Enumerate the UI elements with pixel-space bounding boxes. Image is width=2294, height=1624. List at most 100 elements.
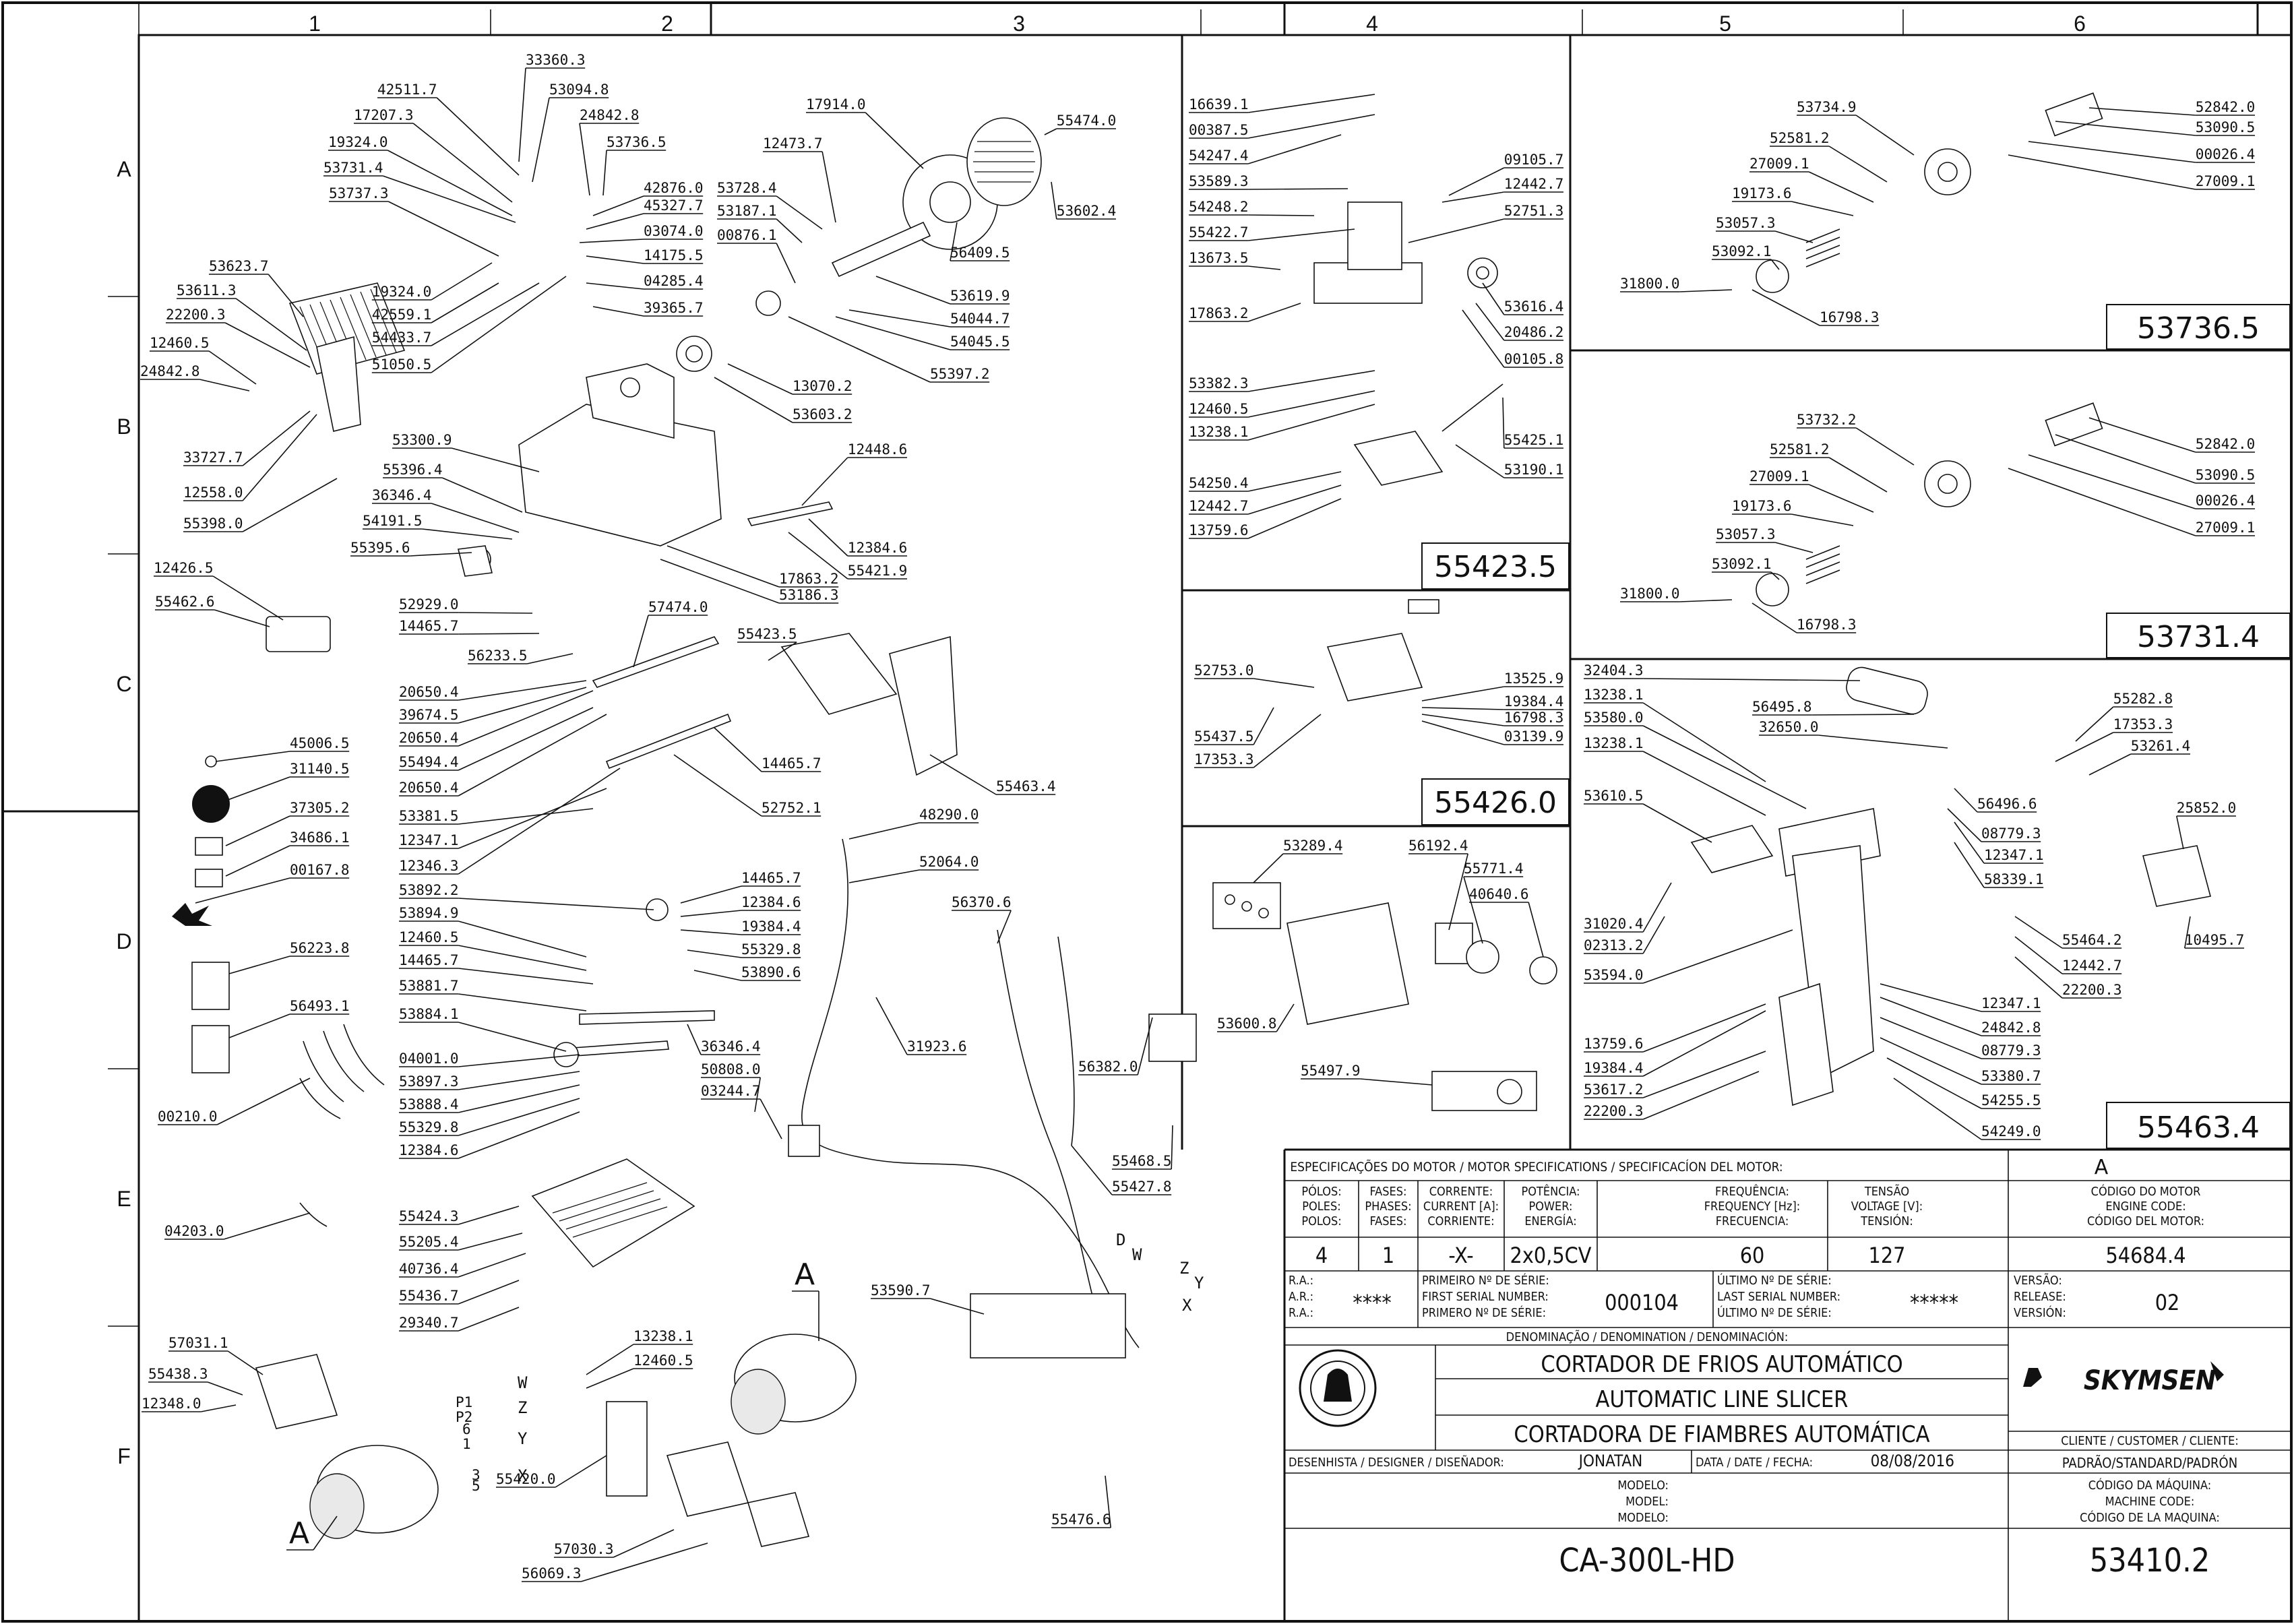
callout-leader <box>1774 230 1814 243</box>
svg-text:Y: Y <box>1194 1274 1204 1292</box>
callout-56495-8: 56495.8 <box>1752 699 1812 715</box>
callout-leader <box>458 680 587 701</box>
zone-row-f: F <box>117 1444 131 1468</box>
machine-code: 53410.2 <box>2090 1542 2210 1580</box>
svg-text:ENERGÍA:: ENERGÍA: <box>1524 1214 1576 1228</box>
callout-leader <box>1044 128 1057 135</box>
callout-leader <box>518 67 526 162</box>
callout-leader <box>458 1280 520 1305</box>
callout-leader <box>214 609 270 627</box>
callout-52929-0: 52929.0 <box>399 596 459 613</box>
callout-32650-0: 32650.0 <box>1759 719 1819 735</box>
callout-leader <box>2014 956 2063 999</box>
callout-leader <box>1774 542 1814 553</box>
svg-text:DESENHISTA / DESIGNER / DISEÑA: DESENHISTA / DESIGNER / DISEÑADOR: <box>1289 1455 1504 1470</box>
svg-text:LAST SERIAL NUMBER:: LAST SERIAL NUMBER: <box>1717 1290 1840 1304</box>
callout-leader <box>788 532 848 580</box>
callout-leader <box>801 457 848 506</box>
callout-leader <box>1448 853 1468 931</box>
callout-52752-1: 52752.1 <box>762 800 822 816</box>
zone-row-c: C <box>116 672 131 696</box>
callout-13238-1: 13238.1 <box>1584 735 1644 751</box>
callout-19384-4: 19384.4 <box>1504 693 1564 710</box>
callout-leader <box>458 920 587 958</box>
callout-52581-2: 52581.2 <box>1770 130 1830 146</box>
callout-leader <box>1421 720 1505 745</box>
callout-leader <box>458 1232 523 1251</box>
callout-leader <box>1642 1003 1766 1053</box>
callout-40640-6: 40640.6 <box>1469 886 1529 902</box>
svg-text:PHASES:: PHASES: <box>1365 1199 1411 1214</box>
callout-leader <box>1642 1051 1766 1098</box>
callout-52842-0: 52842.0 <box>2196 99 2256 115</box>
panel-label-53731-4: 53731.4 <box>2137 620 2260 654</box>
model-code: CA-300L-HD <box>1559 1542 1735 1580</box>
callout-leader <box>208 350 257 385</box>
svg-text:FASES:: FASES: <box>1370 1214 1407 1228</box>
callout-leader <box>458 1253 526 1278</box>
callout-31020-4: 31020.4 <box>1584 916 1644 932</box>
callout-00876-1: 00876.1 <box>717 227 777 243</box>
callout-56382-0: 56382.0 <box>1078 1059 1138 1075</box>
callout-leader <box>207 1381 243 1396</box>
callout-leader <box>1248 390 1375 418</box>
callout-27009-1: 27009.1 <box>2196 173 2256 189</box>
callout-leader <box>1502 397 1505 449</box>
callout-leader <box>458 1098 580 1136</box>
callout-37305-2: 37305.2 <box>290 800 350 816</box>
callout-leader <box>1642 803 1712 843</box>
ra-value: **** <box>1353 1290 1392 1315</box>
callout-leader <box>586 255 644 264</box>
callout-12460-5: 12460.5 <box>399 929 459 945</box>
callout-leader <box>1679 599 1733 602</box>
callout-leader <box>2008 468 2196 536</box>
callout-leader <box>633 615 649 668</box>
callout-10495-7: 10495.7 <box>2185 932 2245 948</box>
callout-55463-4: 55463.4 <box>996 778 1056 794</box>
svg-text:ÚLTIMO Nº DE SÉRIE:: ÚLTIMO Nº DE SÉRIE: <box>1717 1305 1832 1320</box>
svg-text:TENSIÓN:: TENSIÓN: <box>1860 1214 1913 1228</box>
callout-52581-2: 52581.2 <box>1770 441 1830 458</box>
callout-19324-0: 19324.0 <box>372 284 432 300</box>
svg-text:CÓDIGO DO MOTOR: CÓDIGO DO MOTOR <box>2091 1184 2201 1199</box>
callout-55771-4: 55771.4 <box>1464 861 1524 877</box>
callout-leader <box>714 377 793 423</box>
svg-text:FRECUENCIA:: FRECUENCIA: <box>1716 1214 1789 1228</box>
callout-56069-3: 56069.3 <box>522 1565 582 1582</box>
callout-16798-3: 16798.3 <box>1504 710 1564 726</box>
callout-leader <box>410 552 472 557</box>
callout-leader <box>1248 94 1375 113</box>
callout-53897-3: 53897.3 <box>399 1073 459 1090</box>
callout-leader <box>1855 427 1915 466</box>
svg-text:Y: Y <box>518 1429 528 1448</box>
callout-leader <box>458 1206 520 1225</box>
svg-text:5: 5 <box>472 1478 480 1494</box>
zone-col-1: 1 <box>309 11 321 36</box>
callout-leader <box>1071 1145 1113 1195</box>
callout-leader <box>1137 1017 1153 1075</box>
callout-12426-5: 12426.5 <box>154 560 214 576</box>
callout-leader <box>1248 266 1281 270</box>
product-name-pt: CORTADOR DE FRIOS AUTOMÁTICO <box>1541 1350 1902 1378</box>
value-polos: 4 <box>1315 1243 1328 1268</box>
callout-53611-3: 53611.3 <box>177 282 237 299</box>
callout-leader <box>1253 714 1322 768</box>
callout-leader <box>1828 146 1888 183</box>
callout-12384-6: 12384.6 <box>848 540 908 556</box>
callout-leader <box>2055 732 2114 762</box>
callout-42876-0: 42876.0 <box>644 180 704 196</box>
svg-text:CORRIENTE:: CORRIENTE: <box>1427 1214 1494 1228</box>
svg-text:POTÊNCIA:: POTÊNCIA: <box>1521 1184 1580 1199</box>
callout-00210-0: 00210.0 <box>158 1108 218 1125</box>
connector-box <box>788 1125 820 1157</box>
product-name-es: CORTADORA DE FIAMBRES AUTOMÁTICA <box>1514 1420 1929 1448</box>
callout-54433-7: 54433.7 <box>372 330 432 346</box>
svg-text:X: X <box>1182 1296 1192 1315</box>
callout-53594-0: 53594.0 <box>1584 967 1644 983</box>
callout-55425-1: 55425.1 <box>1504 432 1564 448</box>
customer-label: CLIENTE / CUSTOMER / CLIENTE: <box>2061 1434 2239 1448</box>
callout-57474-0: 57474.0 <box>648 599 708 615</box>
seal-and-logo-art <box>172 903 2224 1427</box>
callout-52753-0: 52753.0 <box>1194 662 1254 679</box>
callout-leader <box>227 1350 264 1375</box>
